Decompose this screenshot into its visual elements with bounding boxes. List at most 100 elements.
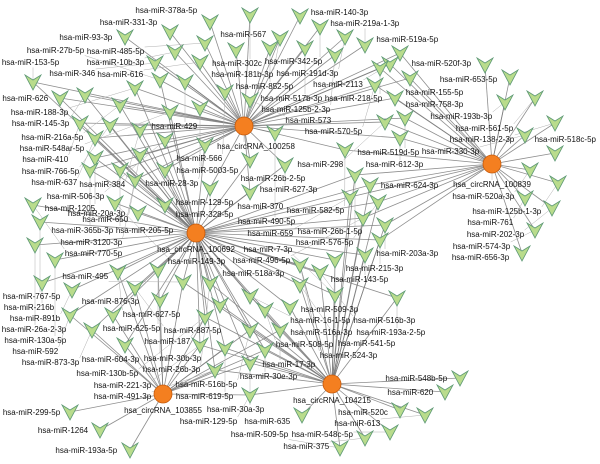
mirna-v-shape-icon[interactable]: [173, 273, 193, 291]
mirna-v-shape-icon[interactable]: [387, 289, 407, 307]
circrna-circle-icon[interactable]: [153, 384, 173, 404]
mirna-v-shape-icon[interactable]: [240, 183, 260, 201]
mirna-v-shape-icon[interactable]: [415, 406, 435, 424]
mirna-v-shape-icon[interactable]: [450, 369, 470, 387]
mirna-v-shape-icon[interactable]: [325, 286, 345, 304]
mirna-v-shape-icon[interactable]: [23, 196, 43, 214]
mirna-v-shape-icon[interactable]: [195, 136, 215, 154]
mirna-v-shape-icon[interactable]: [542, 199, 562, 217]
mirna-v-shape-icon[interactable]: [325, 251, 345, 269]
mirna-v-shape-icon[interactable]: [108, 263, 128, 281]
mirna-v-shape-icon[interactable]: [195, 34, 215, 52]
mirna-v-shape-icon[interactable]: [70, 114, 90, 132]
mirna-v-shape-icon[interactable]: [240, 6, 260, 24]
mirna-v-shape-icon[interactable]: [60, 306, 80, 324]
mirna-v-shape-icon[interactable]: [545, 144, 565, 162]
circrna-circle-icon[interactable]: [322, 374, 342, 394]
mirna-v-shape-icon[interactable]: [215, 339, 235, 357]
mirna-v-shape-icon[interactable]: [290, 7, 310, 25]
mirna-v-shape-icon[interactable]: [545, 114, 565, 132]
mirna-v-shape-icon[interactable]: [200, 179, 220, 197]
mirna-v-shape-icon[interactable]: [365, 76, 385, 94]
mirna-v-shape-icon[interactable]: [355, 246, 375, 264]
mirna-v-shape-icon[interactable]: [45, 251, 65, 269]
mirna-v-shape-icon[interactable]: [145, 54, 165, 72]
mirna-v-shape-icon[interactable]: [205, 361, 225, 379]
mirna-v-shape-icon[interactable]: [255, 301, 275, 319]
mirna-v-shape-icon[interactable]: [525, 89, 545, 107]
mirna-v-shape-icon[interactable]: [495, 93, 515, 111]
mirna-v-shape-icon[interactable]: [240, 151, 260, 169]
mirna-v-shape-icon[interactable]: [240, 287, 260, 305]
mirna-v-shape-icon[interactable]: [190, 99, 210, 117]
mirna-v-shape-icon[interactable]: [80, 161, 100, 179]
mirna-v-shape-icon[interactable]: [515, 126, 535, 144]
mirna-v-shape-icon[interactable]: [330, 439, 350, 457]
mirna-v-shape-icon[interactable]: [215, 83, 235, 101]
mirna-v-shape-icon[interactable]: [255, 341, 275, 359]
mirna-v-shape-icon[interactable]: [155, 196, 175, 214]
mirna-v-shape-icon[interactable]: [390, 401, 410, 419]
mirna-v-shape-icon[interactable]: [260, 39, 280, 57]
mirna-v-shape-icon[interactable]: [32, 274, 52, 292]
mirna-v-shape-icon[interactable]: [226, 41, 246, 59]
mirna-v-shape-icon[interactable]: [125, 279, 145, 297]
mirna-v-shape-icon[interactable]: [360, 176, 380, 194]
mirna-v-shape-icon[interactable]: [100, 116, 120, 134]
mirna-v-shape-icon[interactable]: [548, 174, 568, 192]
mirna-v-shape-icon[interactable]: [150, 71, 170, 89]
mirna-v-shape-icon[interactable]: [110, 161, 130, 179]
mirna-v-shape-icon[interactable]: [150, 291, 170, 309]
mirna-v-shape-icon[interactable]: [435, 383, 455, 401]
circrna-circle-icon[interactable]: [234, 116, 254, 136]
mirna-v-shape-icon[interactable]: [515, 189, 535, 207]
mirna-v-shape-icon[interactable]: [340, 188, 360, 206]
mirna-v-shape-icon[interactable]: [520, 161, 540, 179]
mirna-v-shape-icon[interactable]: [125, 79, 145, 97]
mirna-v-shape-icon[interactable]: [370, 59, 390, 77]
mirna-v-shape-icon[interactable]: [160, 23, 180, 41]
mirna-v-shape-icon[interactable]: [85, 149, 105, 167]
mirna-v-shape-icon[interactable]: [165, 43, 185, 61]
mirna-v-shape-icon[interactable]: [475, 56, 495, 74]
mirna-v-shape-icon[interactable]: [60, 403, 80, 421]
mirna-v-shape-icon[interactable]: [390, 44, 410, 62]
mirna-v-shape-icon[interactable]: [200, 13, 220, 31]
mirna-v-shape-icon[interactable]: [130, 146, 150, 164]
mirna-v-shape-icon[interactable]: [292, 406, 312, 424]
mirna-v-shape-icon[interactable]: [385, 89, 405, 107]
mirna-v-shape-icon[interactable]: [325, 46, 345, 64]
mirna-v-shape-icon[interactable]: [148, 261, 168, 279]
mirna-v-shape-icon[interactable]: [240, 354, 260, 372]
circrna-circle-icon[interactable]: [482, 154, 502, 174]
mirna-v-shape-icon[interactable]: [375, 113, 395, 131]
mirna-v-shape-icon[interactable]: [115, 336, 135, 354]
mirna-v-shape-icon[interactable]: [90, 421, 110, 439]
mirna-v-shape-icon[interactable]: [390, 129, 410, 147]
mirna-v-shape-icon[interactable]: [62, 281, 82, 299]
mirna-v-shape-icon[interactable]: [125, 171, 145, 189]
mirna-v-shape-icon[interactable]: [270, 321, 290, 339]
mirna-v-shape-icon[interactable]: [265, 124, 285, 142]
mirna-v-shape-icon[interactable]: [200, 274, 220, 292]
circrna-circle-icon[interactable]: [186, 223, 206, 243]
mirna-v-shape-icon[interactable]: [190, 336, 210, 354]
mirna-v-shape-icon[interactable]: [380, 55, 400, 73]
mirna-v-shape-icon[interactable]: [525, 221, 545, 239]
mirna-v-shape-icon[interactable]: [335, 28, 355, 46]
mirna-v-shape-icon[interactable]: [295, 39, 315, 57]
mirna-v-shape-icon[interactable]: [110, 96, 130, 114]
mirna-v-shape-icon[interactable]: [290, 276, 310, 294]
mirna-v-shape-icon[interactable]: [335, 141, 355, 159]
mirna-v-shape-icon[interactable]: [310, 263, 330, 281]
mirna-v-shape-icon[interactable]: [82, 321, 102, 339]
mirna-v-shape-icon[interactable]: [353, 209, 373, 227]
mirna-v-shape-icon[interactable]: [290, 256, 310, 274]
mirna-v-shape-icon[interactable]: [370, 231, 390, 249]
mirna-v-shape-icon[interactable]: [128, 204, 148, 222]
mirna-v-shape-icon[interactable]: [380, 423, 400, 441]
mirna-v-shape-icon[interactable]: [103, 306, 123, 324]
mirna-v-shape-icon[interactable]: [195, 308, 215, 326]
mirna-v-shape-icon[interactable]: [115, 28, 135, 46]
mirna-v-shape-icon[interactable]: [368, 193, 388, 211]
